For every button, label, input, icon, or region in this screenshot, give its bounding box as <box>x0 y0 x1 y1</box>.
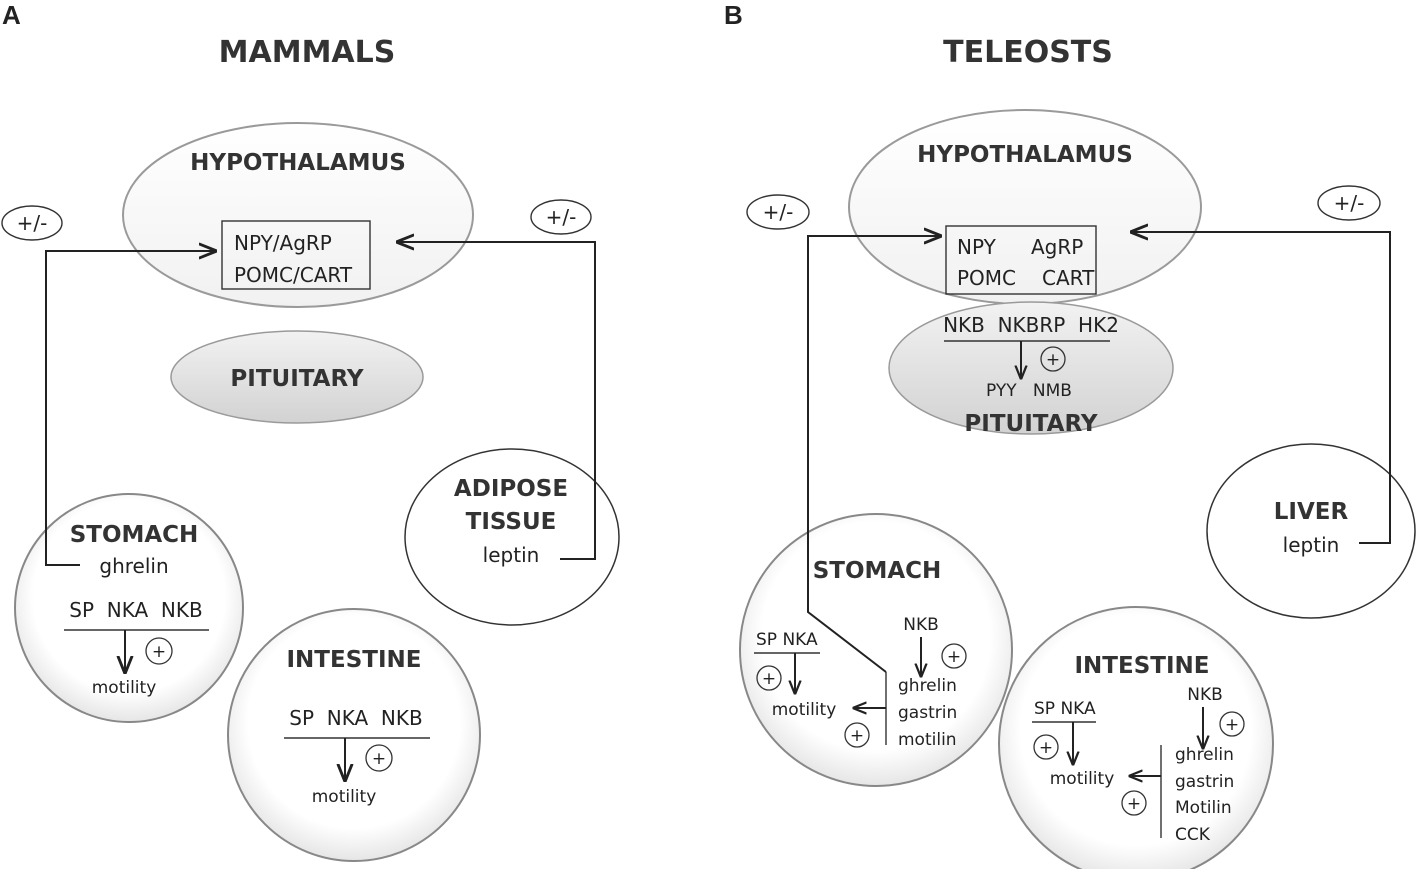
stomach-mammals: STOMACH ghrelin SP NKA NKB + motility <box>14 493 244 723</box>
plus-icon <box>941 643 967 669</box>
leptin-feedback-arrow-mammals <box>398 242 596 560</box>
pituitary-peptides: NKB NKBRP HK2 <box>943 313 1119 337</box>
svg-text:+: + <box>1127 794 1141 814</box>
pituitary-ellipse <box>170 330 424 424</box>
stomach-hormone-ghrelin: ghrelin <box>898 676 957 696</box>
svg-text:+: + <box>152 642 166 662</box>
intestine-hormone-ghrelin: ghrelin <box>1175 745 1234 765</box>
svg-text:+: + <box>850 726 864 746</box>
panel-a-letter: A <box>2 0 21 30</box>
liver: LIVER leptin <box>1206 443 1416 619</box>
panel-a-title: MAMMALS <box>219 35 396 70</box>
leptin-label-teleosts: leptin <box>1283 533 1340 557</box>
svg-text:+/-: +/- <box>546 205 577 229</box>
plus-icon <box>844 722 870 748</box>
stomach-hormone-gastrin: gastrin <box>898 703 957 723</box>
agrp-label: AgRP <box>1031 235 1083 259</box>
liver-label: LIVER <box>1274 499 1349 525</box>
pomc-cart-label: POMC/CART <box>234 263 353 287</box>
svg-text:+/-: +/- <box>17 211 48 235</box>
hypothalamus-mammals: HYPOTHALAMUS NPY/AgRP POMC/CART <box>122 122 474 308</box>
pituitary-label: PITUITARY <box>964 411 1097 437</box>
pyy-nmb-label: PYY NMB <box>986 381 1072 401</box>
adipose-label-1: ADIPOSE <box>454 476 568 502</box>
intestine-label: INTESTINE <box>1075 653 1210 679</box>
motility-label: motility <box>1050 769 1115 789</box>
stomach-teleosts: STOMACH SP NKA + motility NKB + ghrelin … <box>739 513 1013 787</box>
feedback-right-mammals: +/- <box>530 199 592 235</box>
intestine-hormone-gastrin: gastrin <box>1175 772 1234 792</box>
stomach-label: STOMACH <box>70 522 199 548</box>
neuropeptide-box <box>221 220 371 290</box>
feedback-left-teleosts: +/- <box>746 194 810 230</box>
pituitary-ellipse <box>888 301 1174 435</box>
stomach-circle <box>739 513 1013 787</box>
leptin-label-mammals: leptin <box>483 543 540 567</box>
neuropeptide-box <box>945 225 1097 295</box>
hypothalamus-teleosts: HYPOTHALAMUS NPY AgRP POMC CART <box>848 109 1202 305</box>
svg-text:+: + <box>1046 350 1060 370</box>
ghrelin-label: ghrelin <box>99 554 168 578</box>
svg-text:+: + <box>762 669 776 689</box>
intestine-mammals: INTESTINE SP NKA NKB + motility <box>227 608 481 862</box>
hypothalamus-ellipse <box>848 109 1202 305</box>
svg-text:+: + <box>372 749 386 769</box>
feedback-right-teleosts: +/- <box>1317 185 1381 221</box>
intestine-teleosts: INTESTINE SP NKA + motility NKB + ghreli… <box>998 606 1274 869</box>
motility-label: motility <box>312 787 377 807</box>
stomach-hormone-motilin: motilin <box>898 730 957 750</box>
svg-text:+: + <box>1039 738 1053 758</box>
stomach-peptides: SP NKA NKB <box>69 598 202 622</box>
hypothalamus-label: HYPOTHALAMUS <box>917 142 1133 168</box>
plus-icon <box>1040 346 1066 372</box>
adipose-ellipse <box>404 448 620 626</box>
intestine-nkb-label: NKB <box>1187 685 1223 705</box>
stomach-nkb-label: NKB <box>903 615 939 635</box>
plus-icon <box>1033 734 1059 760</box>
plus-icon <box>756 665 782 691</box>
intestine-peptides: SP NKA NKB <box>289 706 422 730</box>
pomc-label: POMC <box>957 266 1016 290</box>
pituitary-mammals: PITUITARY <box>170 330 424 424</box>
intestine-circle <box>227 608 481 862</box>
liver-ellipse <box>1206 443 1416 619</box>
ghrelin-feedback-arrow-teleosts <box>807 236 940 673</box>
svg-text:+: + <box>947 647 961 667</box>
svg-text:+/-: +/- <box>1334 191 1365 215</box>
stomach-left-peptides: SP NKA <box>756 630 818 650</box>
intestine-hormone-motilin: Motilin <box>1175 798 1232 818</box>
motility-label: motility <box>772 700 837 720</box>
adipose-tissue: ADIPOSE TISSUE leptin <box>404 448 620 626</box>
npy-label: NPY <box>957 235 997 259</box>
stomach-circle <box>14 493 244 723</box>
plus-icon <box>145 637 173 665</box>
intestine-left-peptides: SP NKA <box>1034 699 1096 719</box>
pituitary-teleosts: NKB NKBRP HK2 + PYY NMB PITUITARY <box>888 301 1174 437</box>
plus-icon <box>1121 790 1147 816</box>
panel-a: A MAMMALS HYPOTHALAMUS NPY/AgRP POMC/CAR… <box>1 0 620 862</box>
intestine-label: INTESTINE <box>287 647 422 673</box>
panel-b: B TELEOSTS HYPOTHALAMUS NPY AgRP POMC CA… <box>724 0 1416 869</box>
hypothalamus-ellipse <box>122 122 474 308</box>
intestine-circle <box>998 606 1274 869</box>
leptin-feedback-arrow-teleosts <box>1132 232 1391 544</box>
npy-agrp-label: NPY/AgRP <box>234 231 332 255</box>
feedback-left-mammals: +/- <box>1 205 63 241</box>
panel-b-letter: B <box>724 0 743 30</box>
svg-text:+: + <box>1225 715 1239 735</box>
plus-icon <box>1219 711 1245 737</box>
panel-b-title: TELEOSTS <box>943 35 1113 70</box>
hypothalamus-label: HYPOTHALAMUS <box>190 150 406 176</box>
plus-icon <box>365 744 393 772</box>
pituitary-label: PITUITARY <box>230 366 363 392</box>
ghrelin-feedback-arrow-mammals <box>45 251 215 566</box>
motility-label: motility <box>92 678 157 698</box>
stomach-label: STOMACH <box>813 558 942 584</box>
cart-label: CART <box>1042 266 1095 290</box>
svg-text:+/-: +/- <box>763 200 794 224</box>
intestine-hormone-cck: CCK <box>1175 825 1211 845</box>
adipose-label-2: TISSUE <box>466 509 557 535</box>
